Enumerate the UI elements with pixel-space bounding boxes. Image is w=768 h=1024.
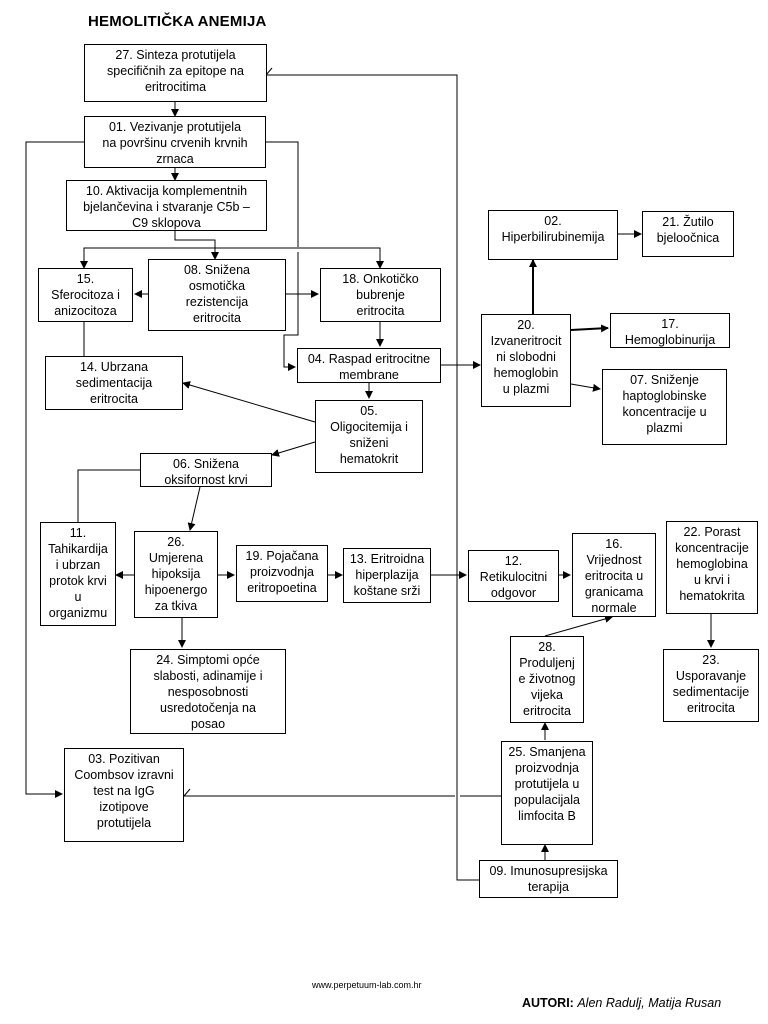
node-27: 27. Sinteza protutijela specifičnih za e… [84, 44, 267, 102]
arrow-10-15-18 [80, 247, 215, 269]
diagram-title: HEMOLITIČKA ANEMIJA [88, 13, 267, 30]
node-08: 08. Snižena osmotička rezistencija eritr… [148, 259, 286, 331]
node-12: 12. Retikulocitni odgovor [468, 550, 559, 602]
arrow-20-07 [570, 383, 601, 392]
node-15: 15. Sferocitoza i anizocitoza [38, 268, 133, 322]
arrow-28-16 [544, 615, 613, 637]
arrow-20-17 [570, 324, 609, 333]
arrow-06-11 [77, 469, 140, 522]
node-13: 13. Eritroidna hiperplazija koštane srži [343, 548, 431, 603]
node-03: 03. Pozitivan Coombsov izravni test na I… [64, 748, 184, 842]
arrow-06-26 [187, 486, 201, 531]
footer-url: www.perpetuum-lab.com.hr [312, 980, 422, 990]
node-10: 10. Aktivacija komplementnih bjelančevin… [66, 180, 267, 231]
node-26: 26. Umjerena hipoksija hipoenergo za tki… [134, 531, 218, 618]
node-20: 20. Izvaneritrocit ni slobodni hemoglobi… [481, 314, 571, 407]
bus-10-18 [215, 247, 384, 269]
node-23: 23. Usporavanje sedimentacije eritrocita [663, 649, 759, 722]
node-28: 28. Produljenj e životnog vijeka eritroc… [510, 636, 584, 723]
arrow-10-08 [174, 231, 219, 260]
arrow-05-06 [271, 441, 316, 457]
node-04: 04. Raspad eritrocitne membrane [297, 348, 441, 383]
arrow-01-03 [25, 141, 84, 798]
arrow-09-27 [267, 74, 479, 881]
node-25: 25. Smanjena proizvodnja protutijela u p… [501, 741, 593, 845]
node-21: 21. Žutilo bjeloočnica [642, 211, 734, 257]
node-17: 17. Hemoglobinurija [610, 313, 730, 348]
node-22: 22. Porast koncentracije hemoglobina u k… [666, 521, 758, 614]
authors-credit: AUTORI: Alen Radulj, Matija Rusan [522, 996, 721, 1010]
node-11: 11. Tahikardija i ubrzan protok krvi u o… [40, 522, 116, 626]
node-07: 07. Sniženje haptoglobinske koncentracij… [602, 369, 727, 445]
node-19: 19. Pojačana proizvodnja eritropoetina [236, 545, 328, 602]
node-18: 18. Onkotičko bubrenje eritrocita [320, 268, 441, 322]
node-09: 09. Imunosupresijska terapija [479, 860, 618, 898]
node-05: 05. Oligocitemija i sniženi hematokrit [315, 400, 423, 473]
node-16: 16. Vrijednost eritrocita u granicama no… [572, 533, 656, 617]
node-02: 02. Hiperbilirubinemija [488, 210, 618, 260]
authors-label: AUTORI: [522, 996, 574, 1010]
node-06: 06. Snižena oksifornost krvi [140, 453, 272, 487]
arrow-01-04 [266, 141, 298, 367]
node-24: 24. Simptomi opće slabosti, adinamije i … [130, 649, 286, 734]
authors-names: Alen Radulj, Matija Rusan [577, 996, 722, 1010]
node-01: 01. Vezivanje protutijela na površinu cr… [84, 116, 266, 168]
arrow-05-14 [182, 381, 316, 423]
node-14: 14. Ubrzana sedimentacija eritrocita [45, 356, 183, 410]
